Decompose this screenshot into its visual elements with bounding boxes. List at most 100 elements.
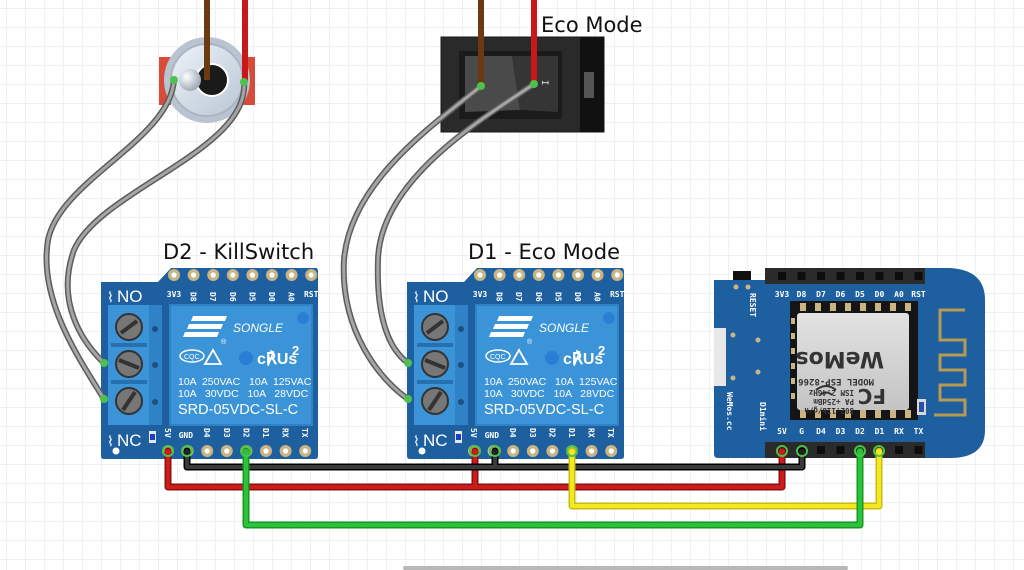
reset-button[interactable] — [733, 271, 751, 280]
esp-shield-print: MODEL ESP-8266 ISM 2.4GHz PA +25dBm 802.… — [795, 346, 886, 415]
pin-hole — [555, 272, 561, 278]
wire-endpoint — [404, 359, 412, 367]
relay-top-pin-label: 3V3 — [473, 290, 488, 299]
relay-top-pin-label: D8 — [495, 292, 504, 302]
d1mini-top-pin-label: D8 — [797, 290, 807, 299]
wire-d2[interactable] — [244, 449, 862, 527]
nc-label: NC — [423, 431, 448, 450]
connection-ring — [796, 445, 808, 457]
castellation — [791, 318, 795, 324]
smd-led-core — [456, 434, 461, 440]
d1mini-top-pin[interactable] — [895, 272, 903, 280]
relay-module-killswitch[interactable]: NO NC ⌇ ⌇ SONGLE ® CQC c℟Us 2 10A 250VAC… — [101, 268, 319, 459]
rocker-switch[interactable]: I — [440, 36, 605, 133]
d1mini-top-pin[interactable] — [875, 272, 884, 280]
d1mini-bottom-pin[interactable] — [895, 446, 903, 454]
d1mini-top-pin[interactable] — [836, 272, 845, 280]
wire-endpoint — [100, 359, 108, 367]
d1mini-bottom-pin[interactable] — [836, 446, 845, 454]
d1mini-top-pin[interactable] — [778, 272, 786, 280]
castellation — [845, 410, 851, 418]
wire-endpoint — [530, 80, 538, 88]
no-label: NO — [117, 287, 143, 306]
pin-hole — [302, 448, 308, 454]
d1mini-top-pin-label: 3V3 — [775, 290, 790, 299]
connection-dot — [876, 449, 882, 455]
relay-bottom-pin-label: D1 — [261, 428, 270, 438]
mount-hole — [418, 447, 426, 455]
cqc-text: CQC — [490, 354, 506, 361]
castellation — [791, 333, 795, 339]
wire-gray-ks-nc[interactable] — [45, 78, 176, 401]
horizontal-scrollbar[interactable] — [403, 566, 848, 570]
pin-hole — [536, 272, 542, 278]
pin-hole — [530, 448, 536, 454]
reset-pad — [733, 284, 739, 290]
wire-gray-eco-nc[interactable] — [342, 84, 483, 401]
terminal-screws — [111, 313, 158, 415]
wire-endpoint — [170, 76, 178, 84]
castellation — [860, 303, 866, 311]
d1mini-top-pin[interactable] — [797, 272, 806, 280]
connection-dot — [492, 449, 498, 455]
esp-castellations — [791, 303, 911, 418]
relay-model: SRD-05VDC-SL-C — [178, 402, 298, 418]
wemos-d1-mini[interactable]: RESET D1mini WeMos.cc MODEL ESP-8266 ISM… — [714, 268, 985, 458]
d1mini-top-pin[interactable] — [914, 272, 923, 280]
relay-bottom-pin-label: RX — [281, 428, 290, 438]
relay1-label: D2 - KillSwitch — [163, 240, 314, 264]
ul-number: 2 — [598, 343, 605, 358]
connection-dot — [165, 449, 171, 455]
relay-bottom-pin-label: D3 — [222, 428, 231, 438]
kill-switch-toggle-ball[interactable] — [179, 69, 201, 91]
relay-rating-2: 10A 30VDC 10A 28VDC — [178, 388, 309, 400]
wire-d1[interactable] — [570, 449, 881, 508]
signal-wiring — [164, 447, 883, 529]
pin-hole — [210, 272, 216, 278]
relay-bottom-pin-label: 5V — [469, 428, 478, 438]
wire-gray-ks-com[interactable] — [66, 80, 246, 365]
pin-hole — [497, 272, 503, 278]
relay-top-pin-label: 3V3 — [167, 290, 182, 299]
castellation — [815, 303, 821, 311]
relay-top-pin-label: D0 — [267, 292, 276, 302]
relay-bottom-pin-label: D2 — [241, 428, 250, 438]
pin-hole — [269, 272, 275, 278]
relay-top-pin-label: D6 — [534, 292, 543, 302]
pad — [755, 369, 761, 375]
d1mini-bottom-pin-label: D4 — [816, 427, 826, 436]
relay-top-pin-label: D5 — [247, 292, 256, 302]
wemos-logo: WeMos — [795, 346, 884, 371]
castellation — [890, 410, 896, 418]
relay-bottom-pin-label: TX — [606, 428, 615, 438]
connection-ring — [240, 445, 252, 457]
d1mini-top-pin[interactable] — [856, 272, 864, 280]
wire-gray-eco-com[interactable] — [376, 82, 536, 365]
castellation — [791, 378, 795, 384]
switch-leads — [43, 76, 538, 403]
relay-bottom-pin-label: D4 — [508, 428, 517, 438]
d1mini-top-pin[interactable] — [817, 272, 825, 280]
nc-label: NC — [117, 431, 142, 450]
d1mini-top-pin-label: D5 — [855, 290, 865, 299]
pin-hole — [191, 272, 197, 278]
rocker-paddle-left[interactable] — [465, 56, 520, 112]
relay-module-eco[interactable]: NO NC ⌇ ⌇ SONGLE ® CQC c℟Us 2 10A 250VAC… — [407, 268, 625, 459]
no-switch-symbol: ⌇ — [107, 289, 114, 305]
relay-bottom-pin-label: TX — [300, 428, 309, 438]
wifi-icon — [815, 385, 837, 391]
d1mini-bottom-pin[interactable] — [817, 446, 825, 454]
pin-hole — [283, 448, 289, 454]
pin-hole — [575, 272, 581, 278]
pin-hole — [171, 272, 177, 278]
castellation — [791, 393, 795, 399]
d1mini-bottom-pin[interactable] — [914, 446, 923, 454]
castellation — [905, 410, 911, 418]
connection-dot — [857, 449, 863, 455]
cqc-mark — [485, 349, 511, 363]
connection-ring — [162, 445, 174, 457]
rocker-on-mark: I — [539, 80, 549, 85]
